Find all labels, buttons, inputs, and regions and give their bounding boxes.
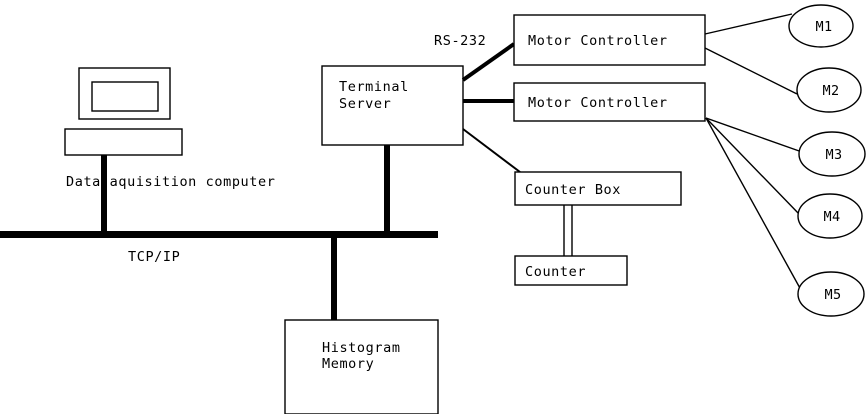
motor-m3-shape[interactable]	[798, 131, 866, 177]
motor-m2-label: M2	[822, 83, 839, 99]
link-motor-controller-1-to-m1	[704, 13, 793, 35]
link-motor-controller-2-to-m3	[705, 117, 803, 153]
motor-m2-shape[interactable]	[796, 67, 862, 113]
link-motor-controller-1-to-m2	[704, 47, 798, 95]
motor-controller-1-box[interactable]	[513, 14, 706, 66]
motor-m4-label: M4	[823, 209, 840, 225]
counter-label: Counter	[525, 264, 586, 280]
counter-box-label: Counter Box	[525, 182, 621, 198]
motor-m4-shape[interactable]	[797, 193, 863, 239]
motor-m3-label: M3	[825, 147, 842, 163]
motor-m1-label: M1	[815, 19, 832, 35]
histogram-memory-label-line2: Memory	[322, 356, 374, 372]
rs232-label: RS-232	[434, 33, 486, 49]
motor-controller-1-label: Motor Controller	[528, 33, 668, 49]
counter-box-box[interactable]	[514, 171, 682, 206]
computer-base-outline	[64, 128, 183, 156]
motor-m1-shape[interactable]	[788, 4, 854, 48]
histogram-memory-box[interactable]	[284, 319, 439, 414]
computer-screen-icon	[91, 81, 159, 112]
link-terminal-server-to-motor-controller-1	[461, 42, 516, 82]
terminal-server-box[interactable]	[321, 65, 464, 146]
motor-controller-2-box[interactable]	[513, 82, 706, 122]
terminal-server-label-line1: Terminal	[339, 79, 409, 95]
terminal-server-label-line2: Server	[339, 96, 391, 112]
data-acquisition-computer-label: Data aquisition computer	[66, 174, 275, 190]
counter-box[interactable]	[514, 255, 628, 286]
histogram-memory-label-line1: Histogram	[322, 340, 401, 356]
tcpip-label: TCP/IP	[128, 249, 180, 265]
motor-controller-2-label: Motor Controller	[528, 95, 668, 111]
link-motor-controller-2-to-m5	[705, 117, 802, 291]
link-motor-controller-2-to-m4	[705, 117, 801, 216]
link-terminal-server-to-counter-box	[462, 128, 521, 173]
motor-m5-label: M5	[824, 287, 841, 303]
motor-m5-shape[interactable]	[797, 271, 865, 317]
